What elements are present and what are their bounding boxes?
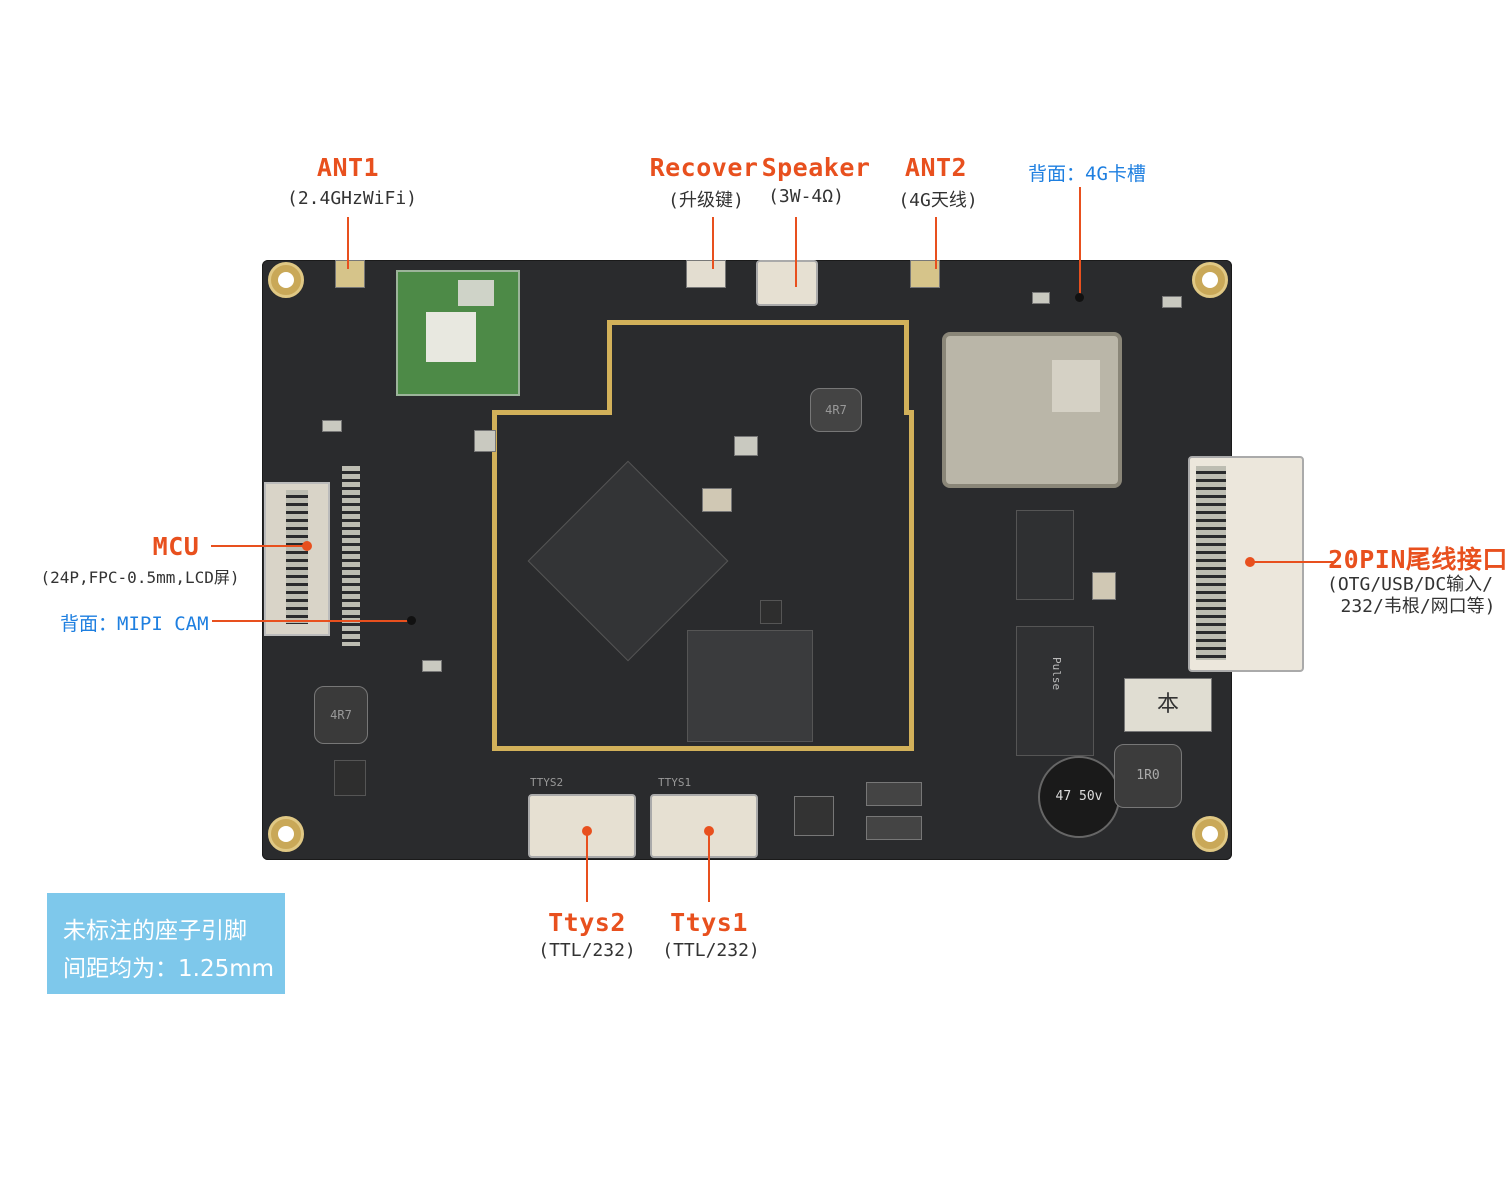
inductor: 1R0 [1114, 744, 1182, 808]
ttys2-leader [586, 830, 588, 902]
back-4g-leader [1079, 187, 1081, 297]
back-4g-marker [1075, 293, 1084, 302]
recover-button [686, 260, 726, 288]
note-line-2: 间距均为：1.25mm [63, 956, 275, 982]
back-mipi-label: 背面：MIPI CAM [60, 613, 209, 635]
ttys2-title: Ttys2 [548, 908, 626, 937]
ttys2-silk: TTYS2 [530, 776, 564, 789]
mount-hole [268, 816, 304, 852]
ttys1-silk: TTYS1 [658, 776, 692, 789]
smd-part [734, 436, 758, 456]
inductor: 4R7 [810, 388, 862, 432]
qr-label [1052, 360, 1100, 412]
qr-label [426, 312, 476, 362]
ttys2-sub: (TTL/232) [538, 940, 636, 961]
shield-frame [607, 320, 909, 325]
ant2-sub: (4G天线) [898, 190, 978, 211]
note-line-1: 未标注的座子引脚 [63, 918, 247, 944]
wifi-module [396, 270, 520, 396]
mount-hole [268, 262, 304, 298]
smd-part [334, 760, 366, 796]
recover-sub: (升级键) [668, 190, 744, 211]
shield-frame [492, 410, 612, 415]
pin20-marker [1245, 557, 1255, 567]
transformer: Pulse [1016, 626, 1094, 756]
ttys1-title: Ttys1 [670, 908, 748, 937]
shield-frame [607, 320, 612, 415]
ttys1-connector [650, 794, 758, 858]
pin20-leader [1250, 561, 1336, 563]
smd-part [866, 782, 922, 806]
ttys1-sub: (TTL/232) [662, 940, 760, 961]
inductor: 4R7 [314, 686, 368, 744]
speaker-sub: (3W-4Ω) [768, 186, 844, 207]
capacitor: 47 50v [1038, 756, 1120, 838]
back-4g-label: 背面：4G卡槽 [1028, 163, 1146, 185]
connector-pins [1196, 466, 1226, 660]
smd-part [322, 420, 342, 432]
pin20-title: 20PIN尾线接口 [1328, 545, 1508, 574]
ant1-sub: (2.4GHzWiFi) [286, 188, 418, 209]
smd-part [794, 796, 834, 836]
pin20-sub1: (OTG/USB/DC输入/ [1326, 574, 1494, 595]
recover-title: Recover [649, 153, 759, 182]
smd-part [1032, 292, 1050, 304]
chip [458, 280, 494, 306]
speaker-title: Speaker [761, 153, 871, 182]
circuit-board: 4R7 4R7 Pulse 本 47 50v 1R0 TTYS2 TTYS1 [262, 260, 1304, 860]
recover-leader [712, 217, 714, 269]
mcu-fpc-connector [264, 482, 330, 636]
20pin-connector [1188, 456, 1304, 672]
diode-block: 本 [1124, 678, 1212, 732]
mount-hole [1192, 262, 1228, 298]
mcu-marker [302, 541, 312, 551]
note-box: 未标注的座子引脚 间距均为：1.25mm [47, 893, 285, 994]
ant1-connector [335, 260, 365, 288]
smd-part [1162, 296, 1182, 308]
shield-frame [492, 410, 914, 751]
ant1-title: ANT1 [316, 153, 380, 182]
ttys1-leader [708, 830, 710, 902]
pin-header [342, 466, 360, 646]
crystal [1092, 572, 1116, 600]
fpc-pins [286, 490, 308, 624]
pin20-sub2: 232/韦根/网口等) [1340, 596, 1496, 617]
mcu-leader [211, 545, 307, 547]
memory-chip [687, 630, 813, 742]
shield-frame [904, 320, 909, 415]
ttys2-marker [582, 826, 592, 836]
smd-part [422, 660, 442, 672]
driver-chip [1016, 510, 1074, 600]
ant2-leader [935, 217, 937, 269]
mcu-sub: (24P,FPC-0.5mm,LCD屏) [40, 568, 240, 587]
smd-part [474, 430, 496, 452]
smd-part [866, 816, 922, 840]
4g-module [942, 332, 1122, 488]
ant2-title: ANT2 [904, 153, 968, 182]
speaker-connector [756, 260, 818, 306]
mount-hole [1192, 816, 1228, 852]
back-mipi-marker [407, 616, 416, 625]
crystal [702, 488, 732, 512]
ttys2-connector [528, 794, 636, 858]
ant1-leader [347, 217, 349, 269]
ttys1-marker [704, 826, 714, 836]
smd-part [760, 600, 782, 624]
speaker-leader [795, 217, 797, 287]
mcu-title: MCU [152, 532, 200, 561]
back-mipi-leader [212, 620, 412, 622]
transformer-label: Pulse [1050, 657, 1063, 691]
